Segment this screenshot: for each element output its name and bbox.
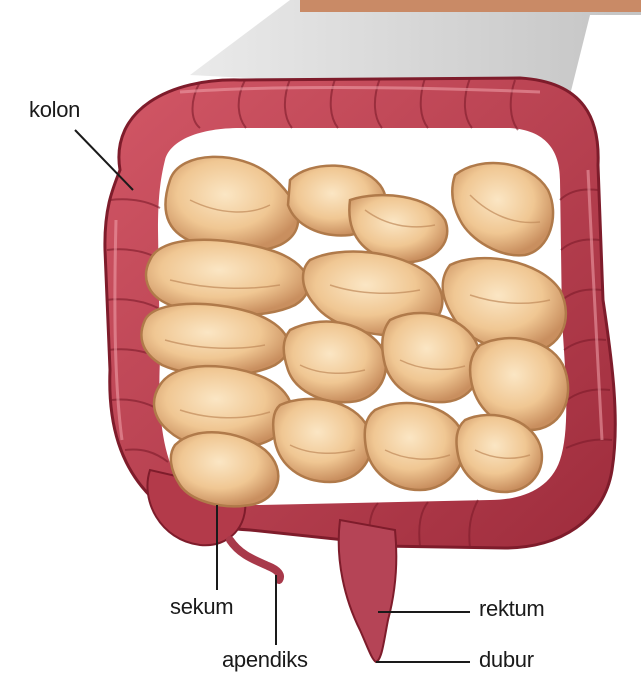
label-kolon: kolon: [29, 97, 80, 123]
label-rektum: rektum: [479, 596, 544, 622]
label-apendiks: apendiks: [222, 647, 308, 673]
skin-strip: [300, 0, 641, 12]
small-intestine: [141, 157, 568, 506]
rectum: [339, 520, 397, 662]
label-dubur: dubur: [479, 647, 534, 673]
label-sekum: sekum: [170, 594, 233, 620]
